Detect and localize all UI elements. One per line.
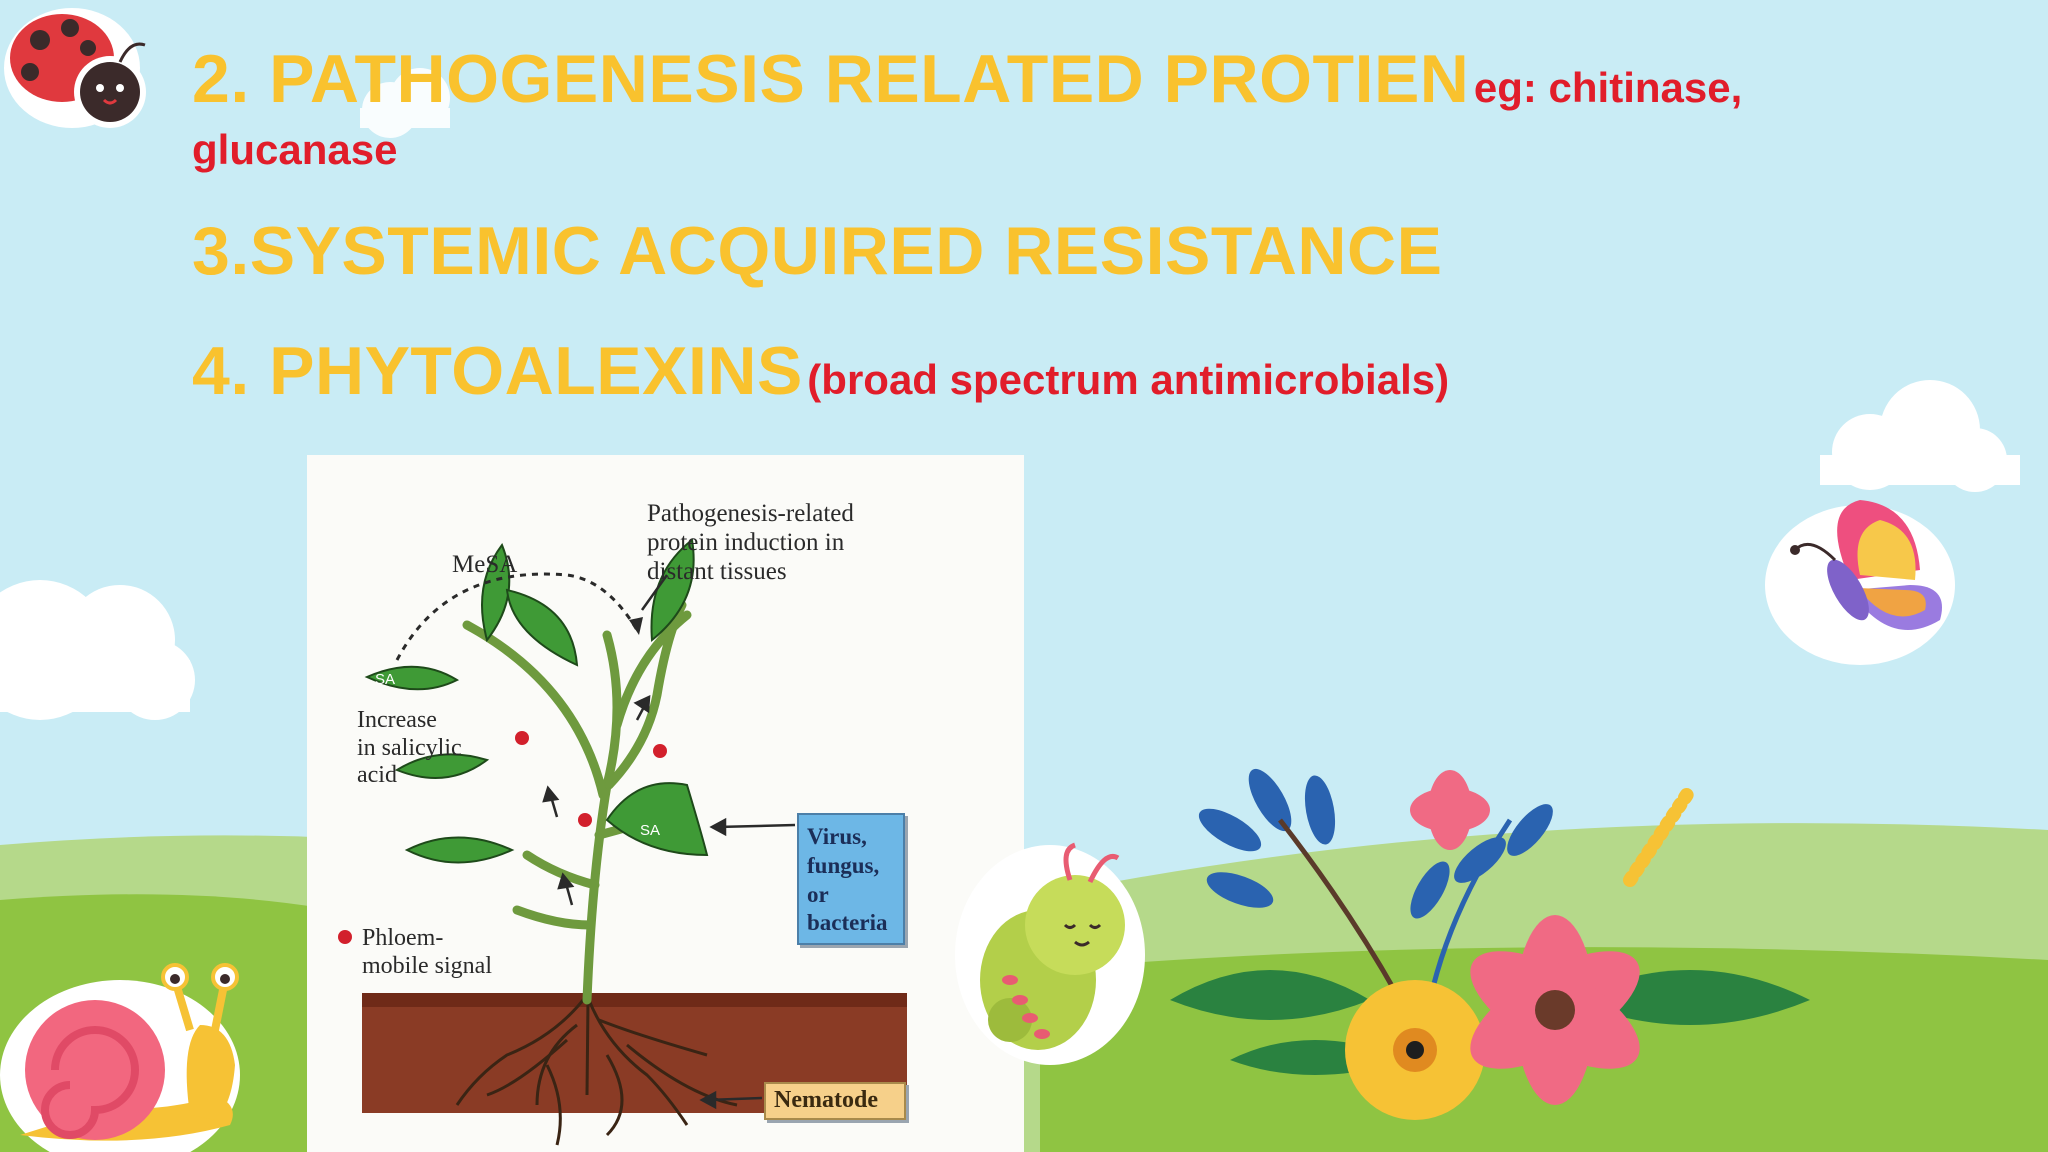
- phloem-signal-caption: Phloem- mobile signal: [362, 925, 492, 980]
- pathogen-box: Virus, fungus, or bacteria: [797, 813, 905, 945]
- cloud-top: [360, 68, 450, 138]
- heading-item-4-title: 4. PHYTOALEXINS: [192, 333, 803, 409]
- ladybug-sticker-icon: [4, 8, 146, 128]
- plant-leaves: [364, 538, 709, 864]
- salicylic-increase-caption: Increase in salicylic acid: [357, 707, 462, 790]
- phloem-caption-line-1: Phloem-: [362, 925, 444, 951]
- increase-caption-line-3: acid: [357, 762, 397, 789]
- phloem-signal-dots: [338, 731, 667, 944]
- caterpillar-sticker-icon: [955, 842, 1145, 1065]
- pathogen-line-4: bacteria: [807, 910, 888, 936]
- pathogen-line-2: fungus,: [807, 852, 880, 878]
- increase-caption-line-2: in salicylic: [357, 734, 462, 761]
- pathogen-line-3: or: [807, 881, 829, 907]
- nematode-label: Nematode: [774, 1087, 878, 1113]
- heading-item-2-note: eg: chitinase,: [1473, 64, 1743, 111]
- heading-item-4: 4. PHYTOALEXINS (broad spectrum antimicr…: [192, 332, 1449, 410]
- pr-caption-line-2: protein induction in: [647, 528, 845, 556]
- sar-diagram-figure: SA SA Pathogenesis-relat: [307, 455, 1024, 1152]
- sa-label-2: SA: [640, 822, 660, 839]
- butterfly-sticker-icon: [1765, 500, 1955, 665]
- pathogen-line-1: Virus,: [807, 824, 867, 849]
- heading-item-3-title: 3.SYSTEMIC ACQUIRED RESISTANCE: [192, 213, 1443, 289]
- snail-sticker-icon: [0, 963, 240, 1152]
- flower-bouquet-icon: [1170, 768, 1810, 1120]
- plant-stems: [462, 600, 692, 1005]
- sa-label-1: SA: [375, 671, 395, 688]
- heading-item-2-title: 2. PATHOGENESIS RELATED PROTIEN: [192, 41, 1470, 117]
- cloud-right: [1820, 380, 2020, 492]
- pathogen-box-text: Virus, fungus, or bacteria: [807, 823, 887, 938]
- mesa-arrow: [395, 572, 639, 661]
- pr-induction-caption: Pathogenesis-related protein induction i…: [647, 500, 854, 586]
- pr-caption-line-1: Pathogenesis-related: [647, 500, 854, 527]
- phloem-caption-line-2: mobile signal: [362, 952, 492, 979]
- mesa-label: MeSA: [452, 551, 518, 578]
- cloud-left: [0, 580, 195, 720]
- heading-item-3: 3.SYSTEMIC ACQUIRED RESISTANCE: [192, 212, 1443, 290]
- signal-arrows: [542, 574, 796, 1110]
- heading-item-2: 2. PATHOGENESIS RELATED PROTIEN eg: chit…: [192, 40, 1742, 118]
- pr-caption-line-3: distant tissues: [647, 557, 787, 585]
- increase-caption-line-1: Increase: [357, 707, 437, 733]
- heading-item-4-note: (broad spectrum antimicrobials): [807, 356, 1450, 403]
- plant-roots: [455, 994, 738, 1146]
- nematode-box: Nematode: [764, 1082, 906, 1120]
- heading-item-2-note-continued: glucanase: [192, 126, 398, 173]
